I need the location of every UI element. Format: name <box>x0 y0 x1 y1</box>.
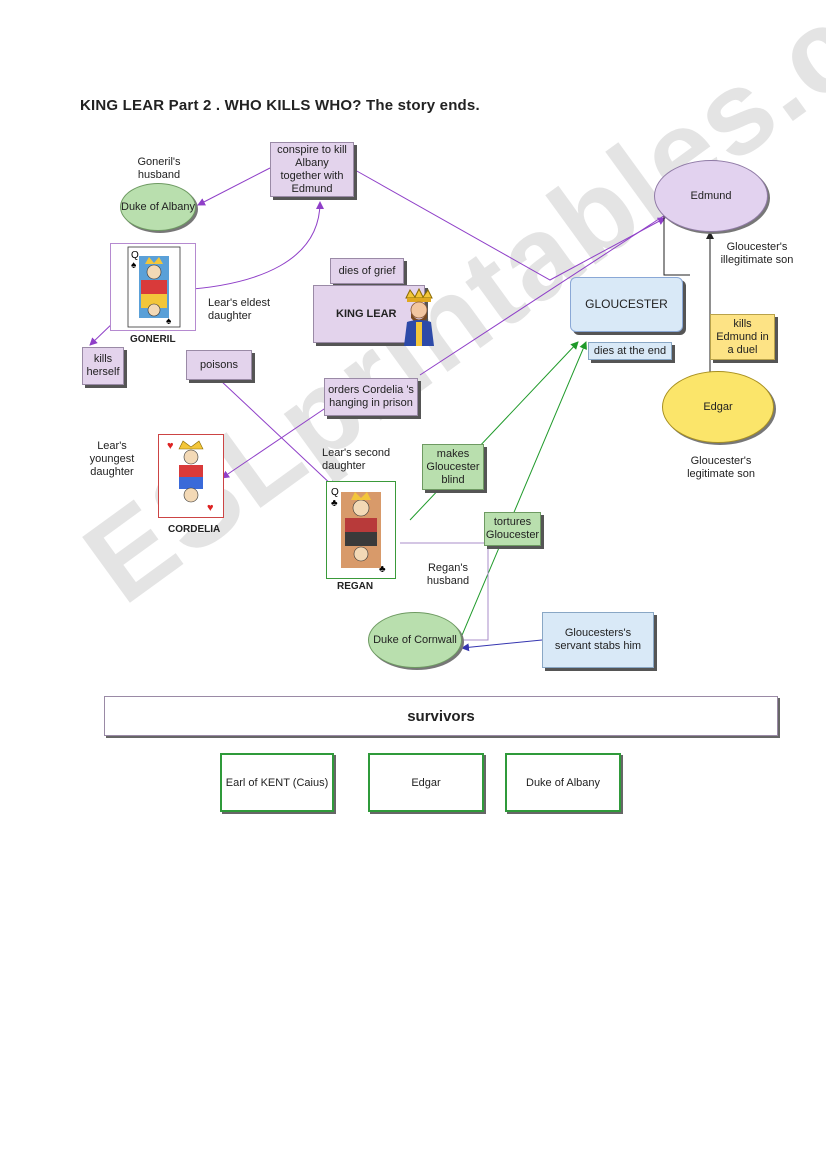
arrow-goneril-conspire <box>172 201 324 295</box>
queen-of-clubs-picture: Q ♣ ♣ <box>331 487 386 575</box>
lear-eldest-label: Lear's eldest daughter <box>208 297 271 322</box>
goneril-husband-label: Goneril's husband <box>137 156 181 181</box>
svg-text:♥: ♥ <box>207 502 214 514</box>
edmund-oval: Edmund <box>654 160 768 232</box>
survivor-kent: Earl of KENT (Caius) <box>220 753 334 812</box>
goneril-label: GONERIL <box>130 334 176 345</box>
conspire-box: conspire to kill Albany together with Ed… <box>270 142 354 197</box>
orders-cordelia-box: orders Cordelia 's hanging in prison <box>324 378 418 416</box>
lear-youngest-label: Lear's youngest daughter <box>89 440 135 478</box>
arrow-orders-cordelia <box>221 404 331 479</box>
edgar-oval: Edgar <box>662 371 774 443</box>
regan-label: REGAN <box>337 581 374 592</box>
goneril-card: Q ♠ ♠ <box>110 243 196 331</box>
king-lear-picture <box>404 288 434 346</box>
arrow-makesblind-gloucester <box>409 341 579 521</box>
dies-of-grief-box: dies of grief <box>330 258 404 284</box>
queen-of-spades-picture: Q ♠ ♠ <box>127 246 181 328</box>
regan-husband-label: Regan's husband <box>426 562 470 587</box>
duke-cornwall-oval: Duke of Cornwall <box>368 612 462 668</box>
arrow-conspire-albany <box>197 167 271 206</box>
dies-at-end-box: dies at the end <box>588 342 672 360</box>
svg-text:♠: ♠ <box>166 316 172 327</box>
gloucester-box: GLOUCESTER <box>570 277 683 332</box>
svg-text:♠: ♠ <box>131 260 137 271</box>
gloucester-legitimate-label: Gloucester's legitimate son <box>687 455 755 480</box>
survivor-albany: Duke of Albany <box>505 753 621 812</box>
arrow-servant-cornwall <box>461 639 543 652</box>
servant-box: Gloucesters's servant stabs him <box>542 612 654 668</box>
svg-text:♣: ♣ <box>379 564 386 575</box>
cordelia-label: CORDELIA <box>168 524 221 535</box>
arrow-orders-edmund <box>419 214 666 376</box>
survivors-heading: survivors <box>104 696 778 736</box>
duke-albany-oval: Duke of Albany <box>120 183 196 231</box>
svg-text:Q: Q <box>331 487 339 498</box>
arrow-poisons-regan <box>219 379 336 489</box>
poisons-box: poisons <box>186 350 252 380</box>
arrow-tortures-gloucester <box>459 341 587 641</box>
kills-edmund-box: kills Edmund in a duel <box>710 314 775 360</box>
kills-herself-box: kills herself <box>82 347 124 385</box>
line-regan-cornwall <box>400 542 489 641</box>
svg-text:♣: ♣ <box>331 498 338 509</box>
gloucester-illegitimate-label: Gloucester's illegitimate son <box>720 241 794 266</box>
line-edmund-gloucester <box>663 215 690 276</box>
page-title: KING LEAR Part 2 . WHO KILLS WHO? The st… <box>80 97 480 114</box>
makes-blind-box: makes Gloucester blind <box>422 444 484 490</box>
arrow-conspire-edmund <box>354 169 666 281</box>
svg-text:♥: ♥ <box>167 440 174 452</box>
svg-text:Q: Q <box>131 250 139 261</box>
queen-of-hearts-picture: ♥ ♥ <box>167 440 214 514</box>
survivor-edgar: Edgar <box>368 753 484 812</box>
cordelia-card: ♥ ♥ <box>158 434 224 518</box>
lear-second-label: Lear's second daughter <box>322 447 391 472</box>
tortures-box: tortures Gloucester <box>484 512 541 546</box>
regan-card: Q ♣ ♣ <box>326 481 396 579</box>
